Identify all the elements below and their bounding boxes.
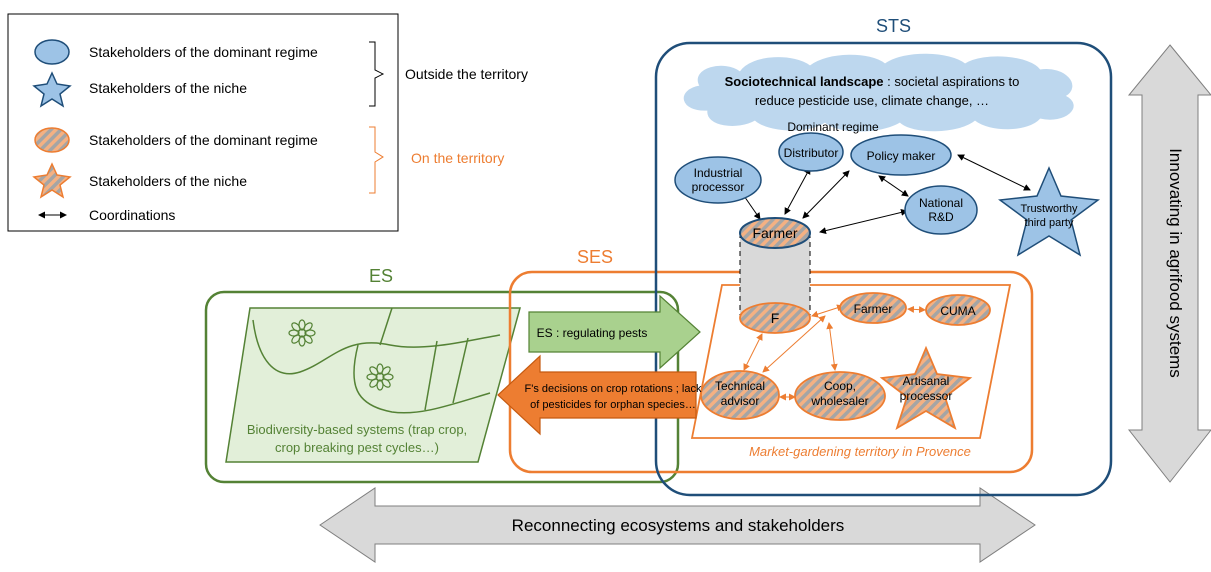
reconnecting-label: Reconnecting ecosystems and stakeholders bbox=[512, 516, 845, 535]
industrial-processor-node bbox=[674, 156, 762, 204]
field-line-5 bbox=[452, 337, 469, 404]
landscape-line1: Sociotechnical landscape : societal aspi… bbox=[725, 74, 1020, 89]
outside-brace bbox=[369, 41, 385, 107]
hatched-ellipse-icon bbox=[34, 127, 70, 153]
legend-label-coordinations: Coordinations bbox=[89, 207, 175, 223]
technical-advisor-node bbox=[700, 370, 780, 420]
coop-wholesaler-node bbox=[794, 371, 886, 421]
outside-territory-label: Outside the territory bbox=[405, 66, 528, 82]
technical-label-1: Technical bbox=[715, 379, 765, 393]
biodiversity-field bbox=[225, 307, 521, 463]
es-system: ES Biodiversity-base bbox=[204, 266, 680, 484]
blue-star-icon bbox=[32, 71, 72, 108]
innovating-label: Innovating in agrifood systems bbox=[1166, 148, 1185, 378]
landscape-cloud bbox=[683, 53, 1074, 132]
f-label: F bbox=[771, 310, 780, 326]
landscape-rest: : societal aspirations to bbox=[884, 74, 1020, 89]
es-service-arrow bbox=[528, 294, 701, 370]
decisions-arrow bbox=[497, 354, 697, 436]
industrial-label-1: Industrial bbox=[694, 166, 743, 180]
ses-label: SES bbox=[577, 247, 613, 267]
blue-ellipse-icon bbox=[34, 39, 70, 65]
farmer-top-label: Farmer bbox=[752, 225, 797, 241]
coop-label-1: Coop, bbox=[824, 379, 856, 393]
innovating-arrow bbox=[1127, 44, 1211, 483]
regime-arrows bbox=[741, 154, 1031, 234]
national-label-2: R&D bbox=[928, 210, 954, 224]
national-label-1: National bbox=[919, 196, 963, 210]
landscape-bold: Sociotechnical landscape bbox=[725, 74, 884, 89]
farmer-territory-label: Farmer bbox=[854, 302, 893, 316]
es-service-label: ES : regulating pests bbox=[537, 326, 648, 340]
sts-label: STS bbox=[876, 16, 911, 36]
hatched-star-icon bbox=[32, 162, 72, 199]
on-territory-label: On the territory bbox=[411, 150, 504, 166]
es-caption-line2: crop breaking pest cycles…) bbox=[275, 440, 439, 455]
trustworthy-label-2: third party bbox=[1025, 217, 1074, 229]
coop-label-2: wholesaler bbox=[810, 394, 868, 408]
legend-label-niche-on: Stakeholders of the niche bbox=[89, 173, 247, 189]
national-rd-node bbox=[904, 185, 978, 235]
legend-label-niche-outside: Stakeholders of the niche bbox=[89, 80, 247, 96]
artisanal-processor-node bbox=[879, 345, 973, 430]
es-label: ES bbox=[369, 266, 393, 286]
es-caption-line1: Biodiversity-based systems (trap crop, bbox=[247, 422, 467, 437]
farmer-top-node bbox=[739, 217, 811, 249]
field-line-1 bbox=[252, 319, 501, 375]
flower-icon bbox=[366, 363, 394, 391]
cuma-label: CUMA bbox=[940, 304, 975, 318]
landscape-line2: reduce pesticide use, climate change, … bbox=[755, 93, 989, 108]
field-line-2 bbox=[379, 307, 393, 346]
technical-label-2: advisor bbox=[721, 394, 760, 408]
territory-parallelogram bbox=[690, 284, 1012, 439]
decisions-label-2: of pesticides for orphan species… bbox=[530, 399, 696, 411]
reconnecting-arrow bbox=[319, 487, 1036, 563]
territory-arrows bbox=[743, 304, 926, 401]
policy-maker-label: Policy maker bbox=[867, 149, 936, 163]
legend-label-regime-on: Stakeholders of the dominant regime bbox=[89, 132, 318, 148]
dominant-regime-title: Dominant regime bbox=[787, 120, 879, 134]
decisions-label-1: F's decisions on crop rotations ; lack bbox=[525, 383, 702, 395]
flower-icon bbox=[288, 319, 316, 347]
artisanal-label-2: processor bbox=[900, 389, 953, 403]
cuma-node bbox=[925, 294, 991, 326]
farmer-territory-node bbox=[839, 292, 907, 324]
trustworthy-third-party-node bbox=[998, 166, 1100, 257]
industrial-label-2: processor bbox=[692, 180, 745, 194]
legend: Stakeholders of the dominant regime Stak… bbox=[7, 13, 528, 232]
legend-label-regime-outside: Stakeholders of the dominant regime bbox=[89, 44, 318, 60]
field-line-4 bbox=[424, 340, 438, 411]
distributor-node bbox=[778, 132, 844, 172]
territory-caption: Market-gardening territory in Provence bbox=[749, 444, 971, 459]
trustworthy-label-1: Trustworthy bbox=[1020, 203, 1078, 215]
field-line-3 bbox=[353, 344, 491, 414]
artisanal-label-1: Artisanal bbox=[903, 374, 950, 388]
sts-system bbox=[654, 41, 1113, 497]
distributor-label: Distributor bbox=[784, 146, 839, 160]
policy-maker-node bbox=[850, 134, 952, 176]
on-territory-brace bbox=[369, 126, 384, 194]
